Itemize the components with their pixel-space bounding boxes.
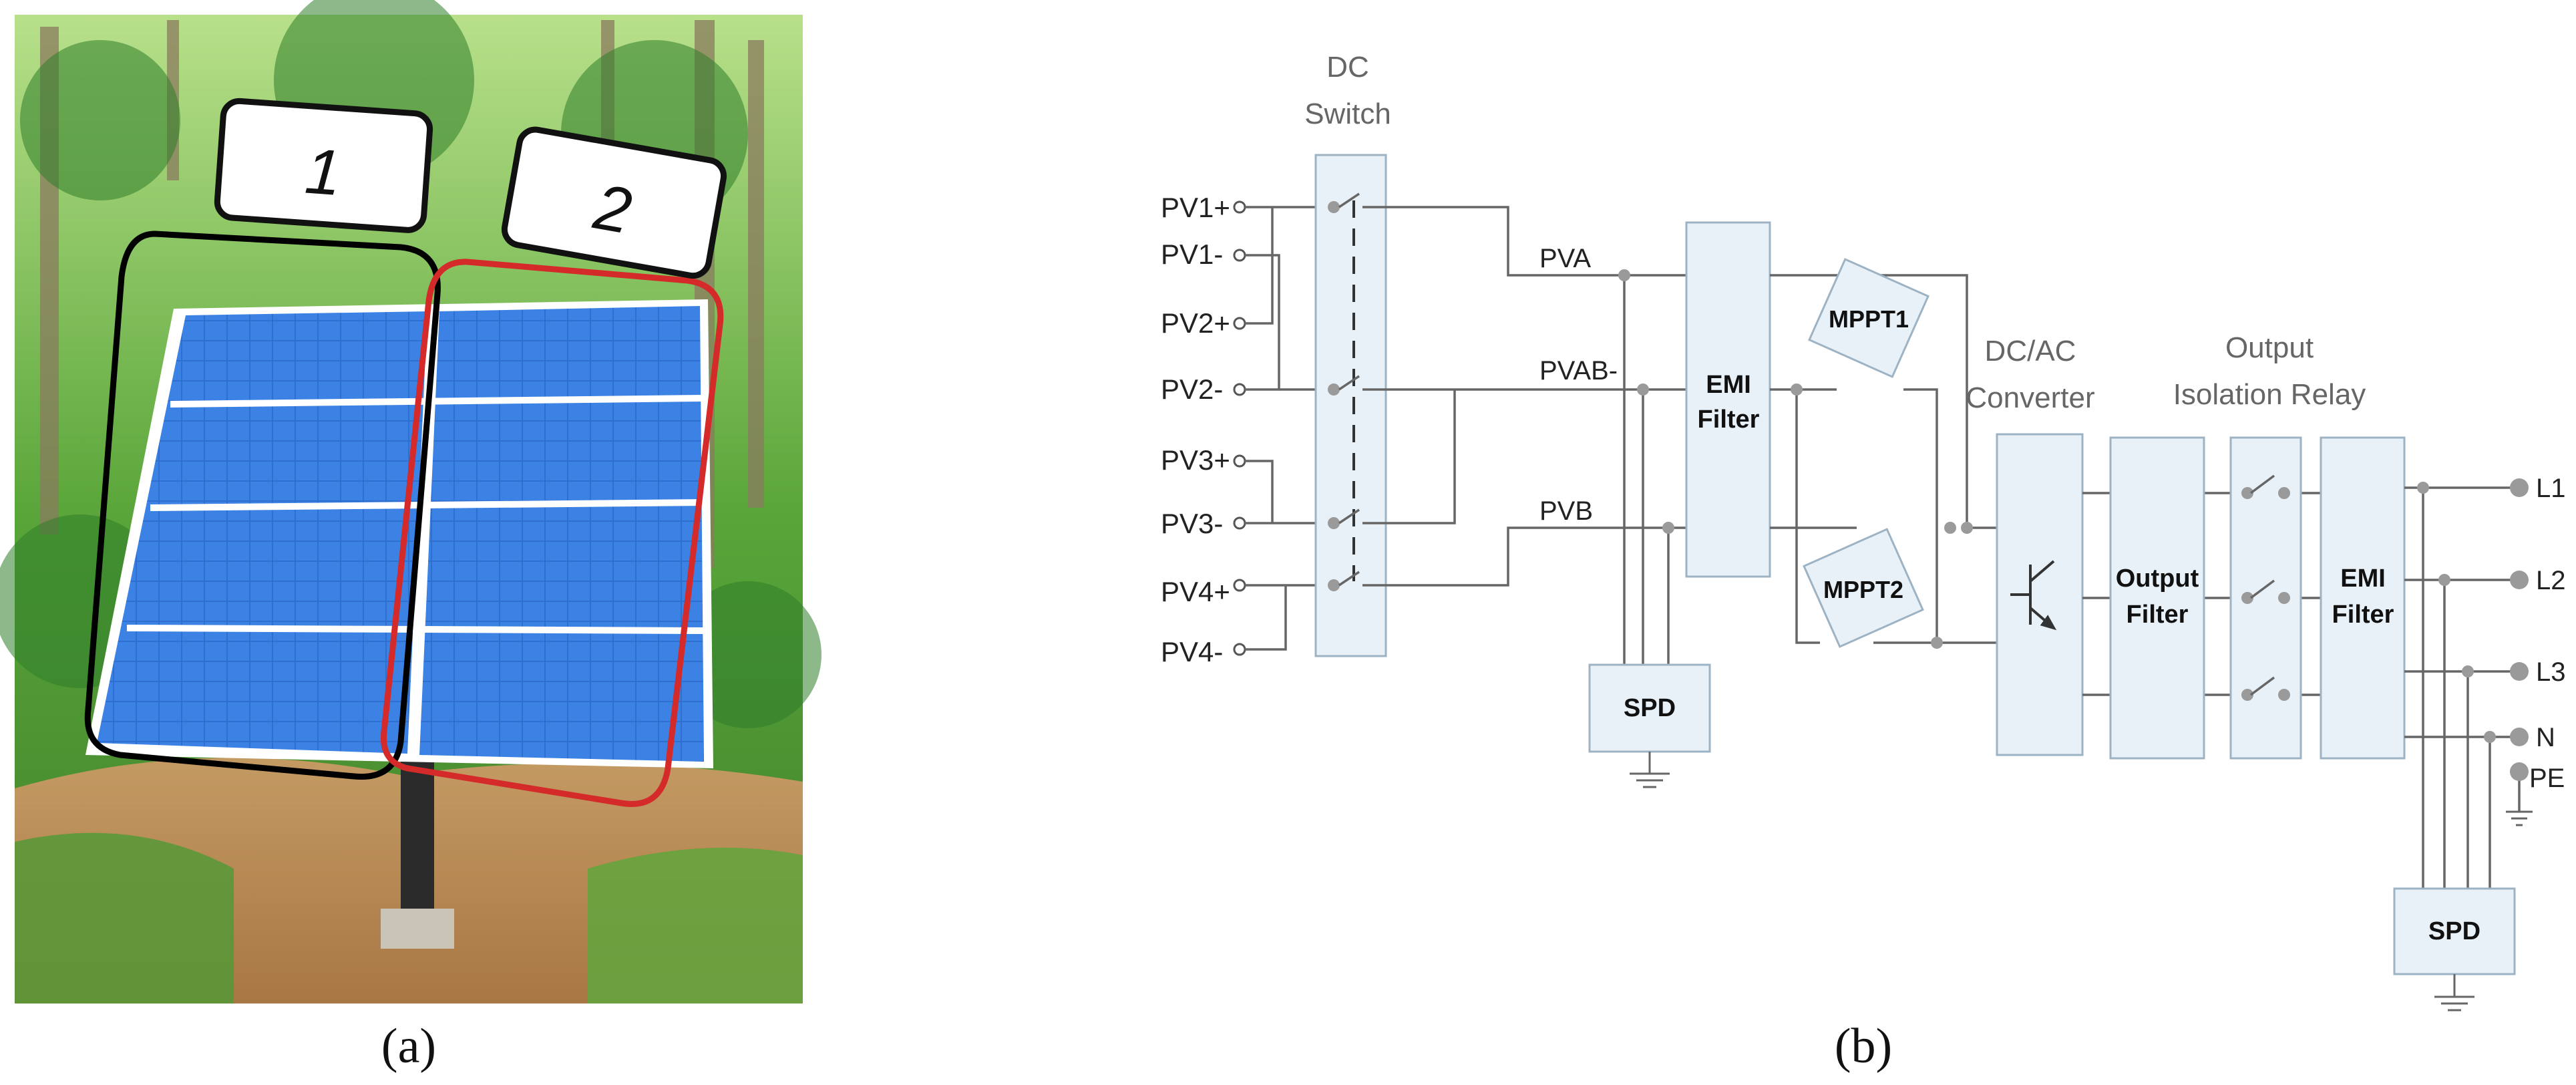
pv3-plus-label: PV3+ xyxy=(1161,444,1230,476)
mppt1-label: MPPT1 xyxy=(1829,305,1909,333)
output-filter-label-2: Filter xyxy=(2127,601,2189,629)
bus-pva-label: PVA xyxy=(1539,244,1591,273)
pv-terminals xyxy=(1233,200,1246,656)
ac-wiring xyxy=(2082,492,2321,696)
spd-output-label: SPD xyxy=(2428,917,2480,945)
output-terminals xyxy=(2510,478,2529,781)
pv4-plus-label: PV4+ xyxy=(1161,576,1230,607)
header-relay-2: Isolation Relay xyxy=(2173,378,2366,411)
pv-input-labels: PV1+ PV1- PV2+ PV2- PV3+ PV3- PV4+ PV4- xyxy=(1161,192,1230,667)
emi-filter-output-label-1: EMI xyxy=(2340,565,2386,593)
ground-symbol-pe xyxy=(2506,810,2533,826)
bus-junctions xyxy=(1618,269,1674,534)
pv3-minus-label: PV3- xyxy=(1161,508,1223,539)
pv2-plus-label: PV2+ xyxy=(1161,307,1230,339)
circuit-diagram: DC Switch DC/AC Converter Output Isolati… xyxy=(1161,51,2566,1012)
header-dc-switch-1: DC xyxy=(1326,51,1369,84)
ground-symbol-input xyxy=(1630,752,1670,788)
emi-filter-input xyxy=(1685,221,1771,578)
emi-filter-output xyxy=(2320,436,2406,760)
bus-wiring xyxy=(1362,206,1686,665)
header-dcac-1: DC/AC xyxy=(1985,335,2076,367)
mount-pole xyxy=(401,762,434,915)
mppt2-block xyxy=(1803,528,1924,648)
mppt-junctions xyxy=(1791,383,1973,649)
output-n-label: N xyxy=(2536,723,2555,752)
pv1-minus-label: PV1- xyxy=(1161,239,1223,270)
header-dc-switch-2: Switch xyxy=(1304,98,1391,130)
dcac-converter-box xyxy=(1996,433,2084,756)
emi-filter-input-label-2: Filter xyxy=(1698,406,1760,434)
header-dcac-2: Converter xyxy=(1966,381,2094,414)
spd-input-box xyxy=(1588,663,1711,753)
output-l2-label: L2 xyxy=(2536,566,2566,595)
caption-a: (a) xyxy=(381,1019,436,1074)
solar-module-right xyxy=(419,306,704,762)
pv1-plus-label: PV1+ xyxy=(1161,192,1230,223)
output-l1-label: L1 xyxy=(2536,474,2566,503)
spd-output-box xyxy=(2393,887,2516,975)
bus-pvab-label: PVAB- xyxy=(1539,356,1618,385)
callout-2: 2 xyxy=(501,126,727,279)
outline-group-1 xyxy=(84,230,441,780)
pv2-minus-label: PV2- xyxy=(1161,373,1223,405)
output-wiring xyxy=(2404,486,2521,889)
dc-switch-box xyxy=(1314,154,1387,657)
pv4-minus-label: PV4- xyxy=(1161,636,1223,667)
mppt2-label: MPPT2 xyxy=(1823,576,1903,603)
solar-module-left xyxy=(97,311,427,754)
mppt1-block xyxy=(1808,258,1929,378)
solar-array xyxy=(85,299,713,768)
grass xyxy=(15,832,234,1003)
output-l3-label: L3 xyxy=(2536,657,2566,687)
output-pe-label: PE xyxy=(2529,764,2565,793)
callout-1-label: 1 xyxy=(303,136,343,209)
callout-1: 1 xyxy=(214,98,433,233)
output-filter-box xyxy=(2109,436,2205,760)
transistor-icon xyxy=(2010,560,2057,631)
emi-filter-output-label-2: Filter xyxy=(2332,601,2394,629)
output-labels: L1 L2 L3 N PE xyxy=(2529,474,2566,793)
bus-pvb-label: PVB xyxy=(1539,496,1593,526)
dc-switch-contacts xyxy=(1328,192,1360,591)
ground-symbol-output xyxy=(2434,974,2474,1012)
output-filter-label-1: Output xyxy=(2116,565,2199,593)
mount-base xyxy=(381,909,454,949)
spd-input-label: SPD xyxy=(1624,694,1676,722)
header-relay-1: Output xyxy=(2225,331,2314,364)
isolation-relay-box xyxy=(2229,436,2302,760)
caption-b: (b) xyxy=(1835,1019,1892,1074)
grass-right xyxy=(588,847,803,1003)
photo-panel: 1 2 xyxy=(0,0,821,1003)
output-junctions xyxy=(2417,482,2496,743)
relay-contacts xyxy=(2241,474,2290,701)
emi-filter-input-label-1: EMI xyxy=(1706,371,1751,399)
outline-group-2 xyxy=(380,259,724,807)
